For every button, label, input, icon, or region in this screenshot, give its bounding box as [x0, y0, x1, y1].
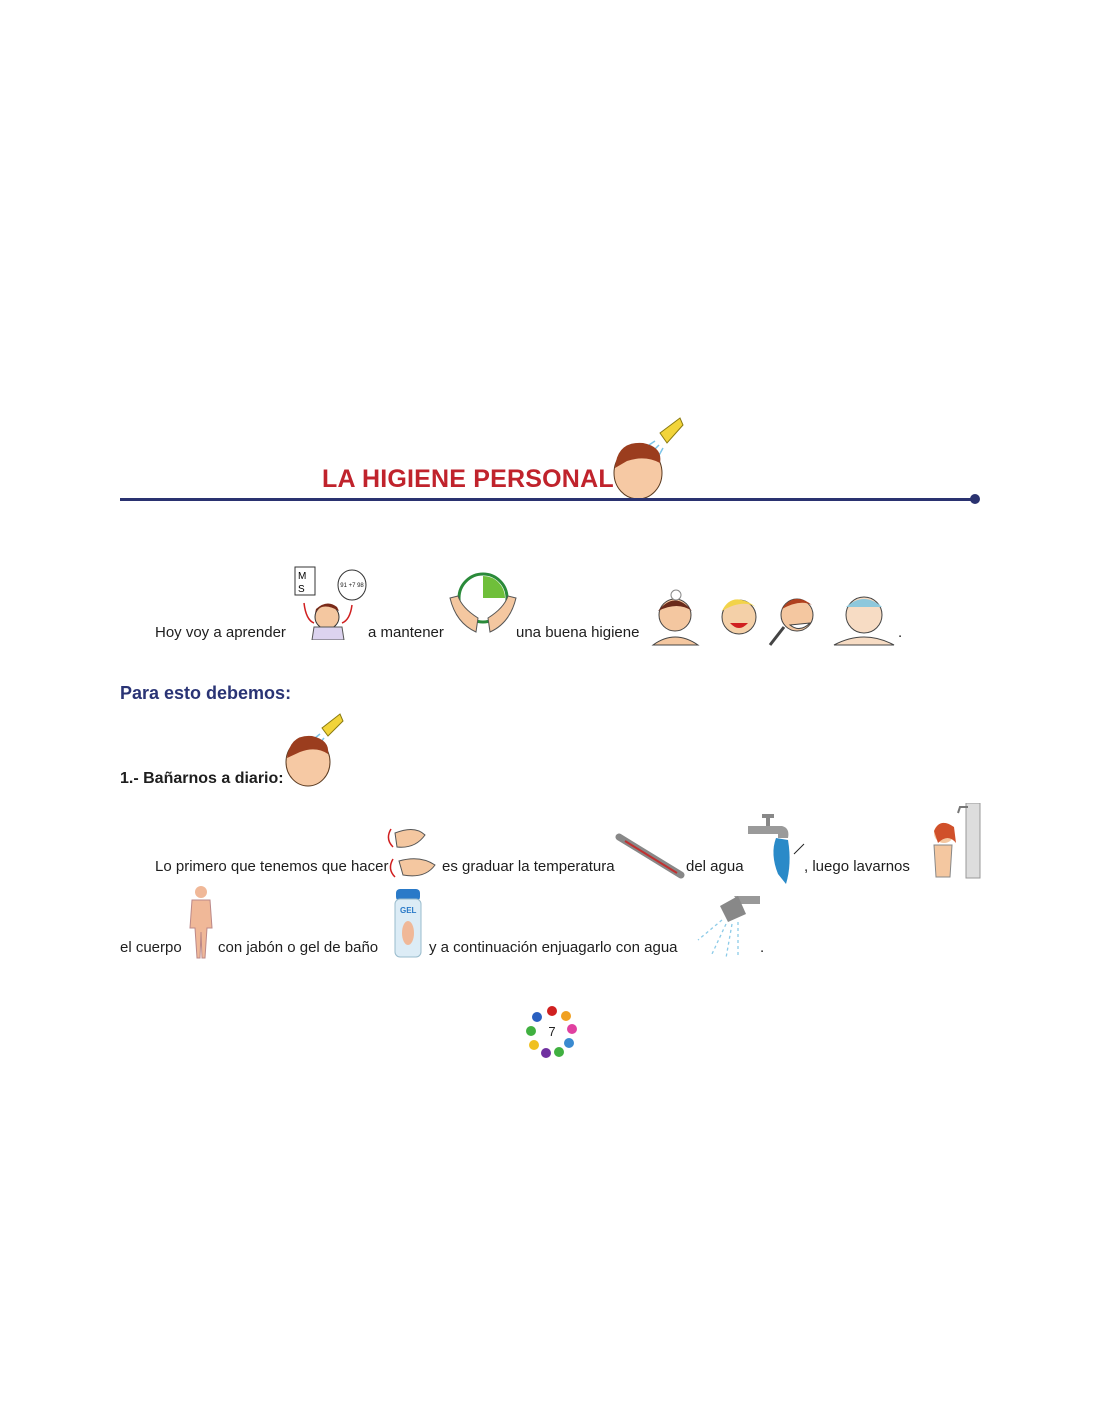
tap-water-icon [748, 814, 805, 884]
sum-text: 91 +7 98 [340, 583, 364, 589]
wash-hair-icon [651, 589, 700, 646]
bath-pictogram-icon [285, 713, 344, 787]
adjust-hands-icon [387, 828, 436, 878]
page-number: 7 [548, 1024, 555, 1039]
intro-text-3: una buena higiene [516, 624, 640, 641]
intro-period: . [898, 624, 903, 641]
step-1-text-2: es graduar la temperatura [442, 858, 615, 875]
wash-face-icon [833, 596, 895, 646]
section-heading: Para esto debemos: [120, 683, 292, 703]
gel-bottle-icon: GEL [394, 889, 422, 958]
intro-text-2: a mantener [368, 624, 444, 641]
step-1-text-7: y a continuación enjuagarlo con agua [429, 939, 678, 956]
body-icon [189, 886, 213, 959]
step-1-text-1: Lo primero que tenemos que hacer [155, 858, 389, 875]
shower-water-icon [697, 896, 760, 959]
step-1-heading: 1.- Bañarnos a diario: [120, 770, 284, 787]
step-1-text-5: el cuerpo [120, 939, 182, 956]
step-1-text-6: con jabón o gel de baño [218, 939, 379, 956]
page-title: LA HIGIENE PERSONAL [322, 465, 614, 493]
shower-head-pictogram-icon [613, 417, 684, 500]
learn-pictogram-icon: M S 91 +7 98 [294, 566, 367, 640]
ms-text: M [298, 571, 306, 582]
step-1-period: . [760, 939, 765, 956]
title-rule [120, 498, 975, 501]
step-1-text-3: del agua [686, 858, 744, 875]
gel-label: GEL [400, 906, 417, 915]
rule-end-dot [970, 494, 980, 504]
maintain-clock-hands-icon [449, 572, 517, 633]
showering-girl-icon [933, 803, 981, 879]
brush-teeth-icon [721, 599, 757, 635]
hygiene-activities-pictograms [651, 589, 895, 646]
step-1-text-4: , luego lavarnos [804, 858, 910, 875]
thermometer-icon [615, 833, 685, 879]
shave-icon [768, 598, 814, 646]
intro-text-1: Hoy voy a aprender [155, 624, 286, 641]
svg-text:S: S [298, 584, 305, 595]
page-number-hands-logo: 7 [526, 1006, 577, 1058]
